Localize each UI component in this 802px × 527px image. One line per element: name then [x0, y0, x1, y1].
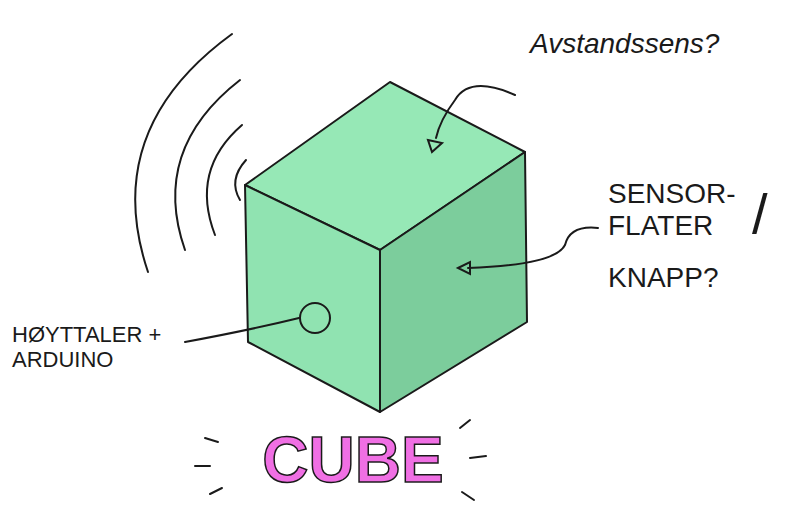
- component-note: HØYTTALER + ARDUINO: [12, 322, 187, 373]
- emphasis-dashes: [195, 420, 486, 500]
- dash: [470, 456, 486, 458]
- sound-wave: [207, 125, 242, 235]
- dash: [210, 488, 222, 494]
- separator-slash: /: [752, 182, 782, 246]
- dash: [205, 438, 218, 442]
- speaker-hole: [300, 303, 330, 333]
- sensor-note: SENSOR- FLATER: [608, 178, 748, 242]
- cube-left-face: [245, 185, 380, 412]
- pointer-triangle: [458, 262, 470, 274]
- sensor-note: KNAPP?: [608, 262, 758, 294]
- leader-line: [468, 228, 598, 268]
- pointer-triangle: [428, 140, 442, 152]
- leader-lines: [185, 86, 598, 342]
- dash: [460, 420, 470, 428]
- cube: [245, 82, 527, 412]
- leader-line: [436, 86, 515, 138]
- dash: [462, 492, 474, 500]
- leader-line: [185, 318, 299, 342]
- sound-wave: [175, 80, 240, 250]
- dash: [195, 465, 210, 467]
- sensor-note: Avstandssens?: [530, 28, 790, 60]
- cube-title: CUBE: [238, 424, 468, 498]
- cube-right-face: [380, 152, 527, 412]
- sound-waves: [135, 34, 246, 272]
